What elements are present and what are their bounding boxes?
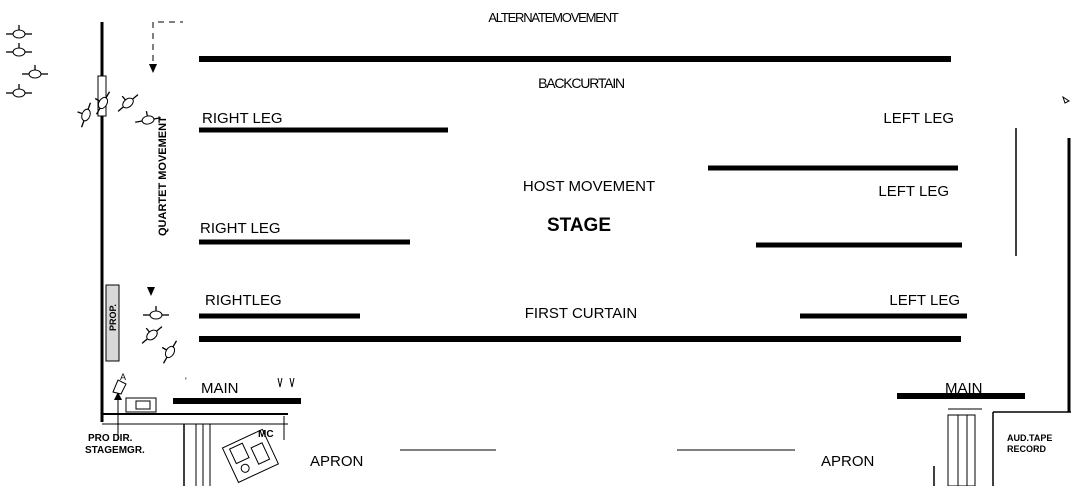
main-left-label: MAIN xyxy=(201,380,239,397)
pro-dir-label: PRO DIR. xyxy=(88,433,133,444)
performer-icon xyxy=(135,319,166,348)
arrow-up-icon xyxy=(114,392,122,400)
right-leg-2-label: RIGHT LEG xyxy=(200,220,281,237)
host-movement-label: HOST MOVEMENT xyxy=(523,178,655,195)
stage-label: STAGE xyxy=(547,215,611,236)
small-marker-label: ' xyxy=(185,376,187,386)
performer-icon xyxy=(142,305,170,320)
monitor-icon xyxy=(135,400,151,410)
performer-group-quartet xyxy=(72,86,163,130)
wall-door-marker xyxy=(97,75,107,117)
performer-icon xyxy=(5,24,33,39)
apron-left-label: APRON xyxy=(310,453,363,470)
apron-right-label: APRON xyxy=(821,453,874,470)
right-leg-3-label: RIGHTLEG xyxy=(205,292,282,309)
mc-desk-icon xyxy=(221,428,280,484)
record-label: RECORD xyxy=(1007,444,1047,454)
aud-tape-label: AUD.TAPE xyxy=(1007,433,1052,443)
performer-icon xyxy=(1062,95,1070,104)
arrow-down-icon xyxy=(149,64,157,73)
performer-icon xyxy=(112,379,127,395)
left-leg-2-label: LEFT LEG xyxy=(878,183,949,200)
quartet-movement-label: QUARTET MOVEMENT xyxy=(157,116,169,236)
arrow-down-icon xyxy=(147,287,155,296)
performer-icon xyxy=(72,99,95,130)
main-right-label: MAIN xyxy=(945,380,983,397)
performer-icon xyxy=(5,42,33,57)
right-leg-1-label: RIGHT LEG xyxy=(202,110,283,127)
mc-label: MC xyxy=(258,429,274,440)
performer-icon xyxy=(155,335,181,366)
alternate-path-dashed xyxy=(152,21,183,72)
performer-icon xyxy=(5,83,33,98)
performer-icon xyxy=(277,377,295,388)
small-marker-label: A xyxy=(120,372,126,382)
stage-mgr-label: STAGEMGR. xyxy=(85,445,145,456)
first-curtain-label: FIRST CURTAIN xyxy=(525,305,638,322)
performer-group-lower xyxy=(135,287,181,366)
performer-icon xyxy=(111,87,142,116)
performer-group-offstage xyxy=(5,24,49,98)
back-curtain-label: BACKCURTAIN xyxy=(538,75,624,91)
performer-icon xyxy=(21,64,49,79)
left-leg-3-label: LEFT LEG xyxy=(889,292,960,309)
left-leg-1-label: LEFT LEG xyxy=(883,110,954,127)
prop-label: PROP. xyxy=(108,304,118,331)
alternate-movement-label: ALTERNATEMOVEMENT xyxy=(488,10,619,25)
audio-booth xyxy=(947,414,976,486)
prop-table xyxy=(105,284,120,362)
